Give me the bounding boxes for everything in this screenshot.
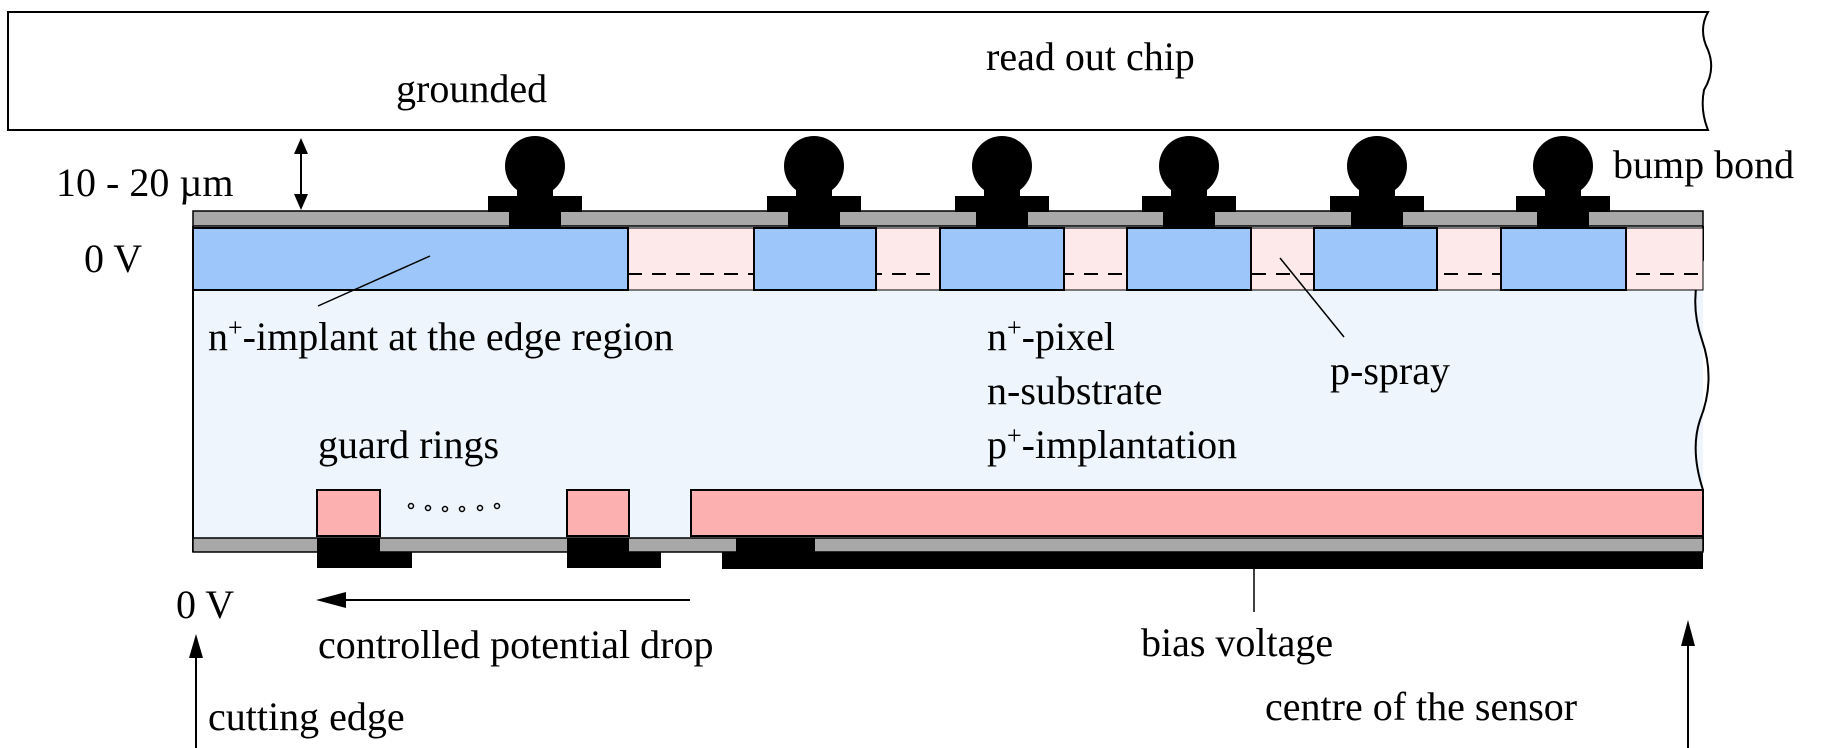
p-spray-label: p-spray <box>1330 348 1450 393</box>
guard-ring-contact <box>567 538 629 568</box>
bump-bond <box>1142 136 1236 228</box>
edge-implant-label: n+-implant at the edge region <box>208 313 674 359</box>
top-zero-volt-label: 0 V <box>84 236 142 281</box>
guard-ring-implant <box>566 489 630 537</box>
guard-ring-contact <box>380 552 412 568</box>
readout-chip-label: read out chip <box>986 34 1195 79</box>
top-metal-layer <box>192 210 1704 227</box>
guard-ring-contact <box>629 552 661 568</box>
potential-drop-arrow <box>316 592 690 608</box>
gap-label: 10 - 20 µm <box>56 160 233 205</box>
potential-drop-label: controlled potential drop <box>318 622 713 667</box>
gap-arrow <box>294 138 308 210</box>
n-plus-pixel <box>753 227 877 291</box>
p-spray-leader <box>1279 257 1345 338</box>
bottom-metal-layer <box>192 537 1704 553</box>
guard-ring-contact <box>317 538 380 568</box>
n-plus-pixel <box>1313 227 1438 291</box>
guard-ring-implant <box>316 489 381 537</box>
p-plus-backside-implant <box>690 489 1704 537</box>
n-plus-pixel <box>1126 227 1252 291</box>
edge-implant-leader <box>317 255 431 307</box>
bump-bond <box>767 136 861 228</box>
n-plus-pixel-label: n+-pixel <box>987 313 1115 359</box>
backside-contact <box>722 552 1703 569</box>
n-plus-edge-implant <box>192 227 629 291</box>
guard-ring-ellipsis-dots <box>407 502 501 513</box>
p-plus-implantation-label: p+-implantation <box>987 421 1237 467</box>
bump-bond <box>488 136 582 228</box>
sensor-centre-arrow <box>1681 620 1695 748</box>
cutting-edge-arrow <box>189 634 203 748</box>
readout-chip-rect <box>7 11 1713 131</box>
bump-bond <box>955 136 1049 228</box>
grounded-label: grounded <box>396 66 547 111</box>
bump-bond <box>1330 136 1424 228</box>
bump-bond <box>1516 136 1610 228</box>
sensor-centre-label: centre of the sensor <box>1265 684 1577 729</box>
cutting-edge-label: cutting edge <box>208 694 405 739</box>
n-plus-pixel <box>939 227 1065 291</box>
bottom-zero-volt-label: 0 V <box>176 582 234 627</box>
bias-voltage-label: bias voltage <box>1141 620 1333 665</box>
backside-contact <box>736 538 815 554</box>
bump-bond-label: bump bond <box>1613 142 1794 187</box>
n-plus-pixel <box>1500 227 1627 291</box>
n-substrate-label: n-substrate <box>987 368 1163 413</box>
guard-rings-label: guard rings <box>318 422 499 467</box>
